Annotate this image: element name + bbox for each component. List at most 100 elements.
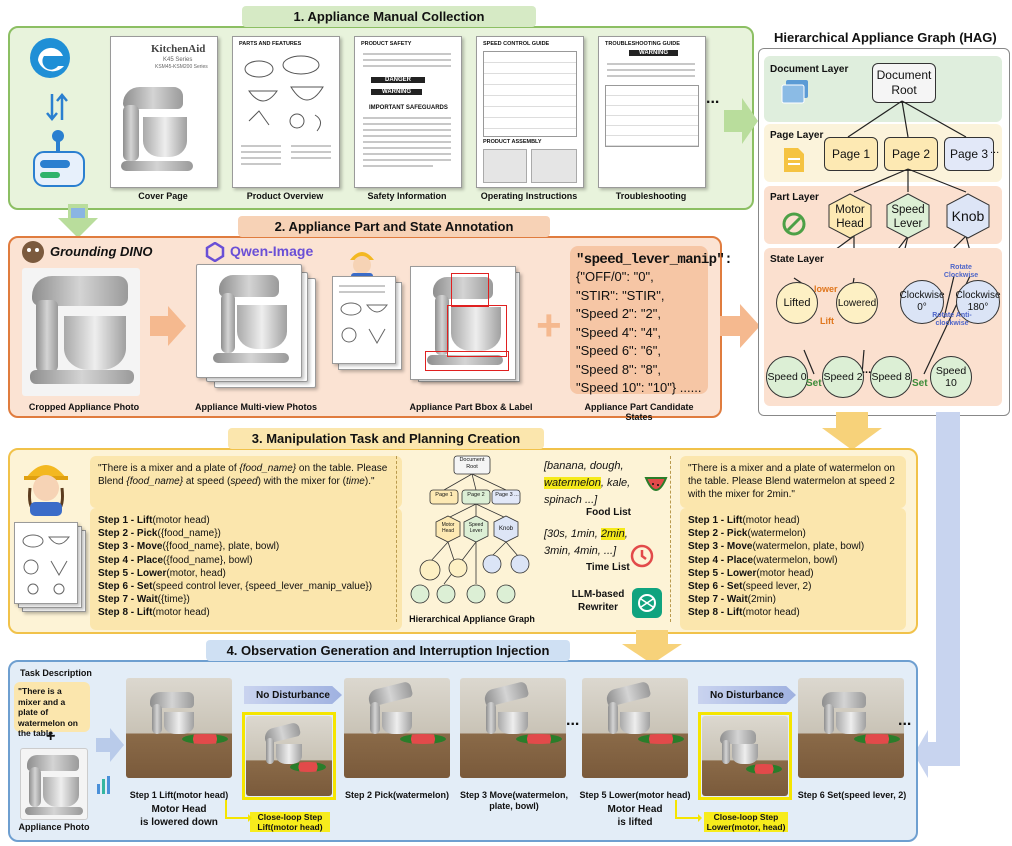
state-node-speed8: Speed 8 [870, 356, 912, 398]
edge-label-lower: lower [814, 284, 838, 294]
document-layer-icon [781, 80, 808, 104]
llm-rewriter-label: LLM-based Rewriter [571, 589, 625, 613]
manual-trouble-page: TROUBLESHOOTING GUIDE WARNING [598, 36, 706, 188]
model-icon [97, 776, 110, 794]
part-label-knob: Knob [951, 208, 985, 224]
bbox-base [425, 351, 509, 371]
document-layer-label: Document Layer [770, 64, 849, 75]
state-node-lifted: Lifted [776, 282, 818, 324]
edge-label-rotate-cw: Rotate Clockwise [943, 264, 979, 279]
brand-logo: KitchenAid [151, 43, 206, 55]
arrow-s2-to-hag [720, 304, 760, 348]
browser-logo-icon [30, 38, 70, 78]
state-node-speed10: Speed 10 [930, 356, 972, 398]
arrow-to-observations [96, 728, 124, 762]
obs-step5-caption: Step 5 Lower(motor head) Motor Head is l… [579, 790, 691, 828]
cover-mixer-photo [123, 87, 183, 109]
overview-title: PARTS AND FEATURES [239, 41, 302, 47]
part-label-speed-lever: Speed Lever [891, 204, 925, 230]
parts-diagram [244, 55, 324, 132]
speed-ellipsis: ... [862, 364, 872, 376]
obs-ellipsis-2: ... [898, 712, 912, 729]
filled-step: Step 3 - Move(watermelon, plate, bowl) [688, 541, 865, 553]
danger-badge: DANGER [371, 77, 426, 83]
caption-bbox: Appliance Part Bbox & Label [409, 402, 533, 412]
arrow-s1-to-s2 [58, 204, 98, 238]
mini-hag-caption: Hierarchical Appliance Graph [409, 614, 535, 624]
template-step: Step 6 - Set(speed control lever, {speed… [98, 581, 373, 593]
section2-title: 2. Appliance Part and State Annotation [238, 216, 550, 237]
time-list: [30s, 1min, 2min, 3min, 4min, ...] [544, 528, 628, 557]
clock-icon [630, 544, 654, 568]
state-line: "Speed 6": "6", [576, 343, 661, 358]
safety-title: PRODUCT SAFETY [361, 41, 412, 47]
arrow-hag-to-s4 [914, 412, 960, 778]
obs-step2-photo [344, 678, 450, 778]
state-node-cw180: Clockwise 180° [956, 280, 1001, 324]
mini-page-1: Page 1 [435, 492, 453, 498]
template-step: Step 4 - Place({food_name}, bowl) [98, 554, 253, 566]
safeguards-title: IMPORTANT SAFEGUARDS [369, 105, 448, 111]
filled-step: Step 4 - Place(watermelon, bowl) [688, 554, 838, 566]
mini-part-1: Motor Head [441, 522, 455, 534]
arrow-hag-to-s3 [822, 412, 882, 450]
template-step: Step 2 - Pick({food_name}) [98, 528, 221, 540]
llm-logo-icon [632, 588, 662, 618]
no-disturbance-arrow-2: No Disturbance [698, 686, 796, 704]
closeloop2-frame [698, 712, 792, 800]
obs-step1-caption: Step 1 Lift(motor head) Motor Head is lo… [129, 790, 229, 828]
caption-cropped-photo: Cropped Appliance Photo [28, 402, 140, 412]
obs-closeloop1-photo [246, 716, 332, 796]
page-layer-label: Page Layer [770, 130, 824, 141]
section3-title: 3. Manipulation Task and Planning Creati… [228, 428, 544, 449]
closeloop1-connector [225, 800, 252, 822]
trouble-warning-badge: WARNING [629, 50, 678, 56]
template-steps-box: Step 1 - Lift(motor head) Step 2 - Pick(… [90, 508, 402, 630]
task-manual-page [14, 522, 78, 604]
obs-step6-caption: Step 6 Set(speed lever, 2) [797, 790, 907, 800]
divider-right [670, 456, 671, 622]
state-node-speed2: Speed 2 [822, 356, 864, 398]
page-node-1: Page 1 [824, 137, 878, 171]
manual-operating-page: SPEED CONTROL GUIDE PRODUCT ASSEMBLY [476, 36, 584, 188]
manual-cover-page: KitchenAid K45 Series KSM45-KSM200 Serie… [110, 36, 218, 188]
cover-series: K45 Series [163, 57, 193, 63]
filled-step: Step 5 - Lower(motor head) [688, 567, 814, 579]
mini-part-2: Speed Lever [468, 522, 484, 534]
edge-label-set-2: Set [912, 378, 928, 389]
qwen-logo-icon [205, 242, 225, 262]
gdino-logo-icon [22, 241, 44, 263]
task-template-box: "There is a mixer and a plate of {food_n… [90, 456, 402, 508]
state-layer-label: State Layer [770, 254, 824, 265]
caption-multiview: Appliance Multi-view Photos [194, 402, 317, 412]
arrow-to-hag [724, 98, 758, 144]
qwen-label: Qwen-Image [230, 243, 314, 259]
caption-trouble-page: Troubleshooting [615, 191, 687, 201]
edge-label-lift: Lift [820, 316, 834, 326]
worker-avatar-icon [24, 465, 68, 516]
appliance-photo-small [20, 748, 88, 820]
bbox-annotated-photo [410, 266, 516, 380]
food-list-label: Food List [586, 507, 631, 518]
watermelon-icon [644, 477, 668, 491]
speed-guide-title: SPEED CONTROL GUIDE [483, 41, 550, 47]
part-layer-label: Part Layer [770, 192, 819, 203]
food-list: [banana, dough, watermelon, kale, spinac… [544, 460, 631, 506]
obs-step1-photo [126, 678, 232, 778]
obs-ellipsis-1: ... [566, 712, 580, 729]
time-highlight: 2min [600, 528, 625, 540]
part-layer-icon [782, 212, 806, 236]
caption-cover-page: Cover Page [138, 191, 188, 201]
template-step: Step 8 - Lift(motor head) [98, 607, 210, 619]
divider-left [396, 456, 397, 622]
mini-page-2: Page 2 [467, 492, 485, 498]
part-node-knob [946, 193, 990, 239]
speed-table [483, 51, 577, 137]
state-line: {"OFF/0": "0", [576, 269, 654, 284]
obs-step3-caption: Step 3 Move(watermelon, plate, bowl) [459, 790, 569, 811]
mini-page-3: Page 3 ... [495, 492, 519, 498]
obs-closeloop2-photo [702, 716, 788, 796]
mini-hag-graph [410, 455, 530, 604]
template-step: Step 5 - Lower(motor, head) [98, 567, 226, 579]
gdino-label: Grounding DINO [50, 244, 153, 259]
